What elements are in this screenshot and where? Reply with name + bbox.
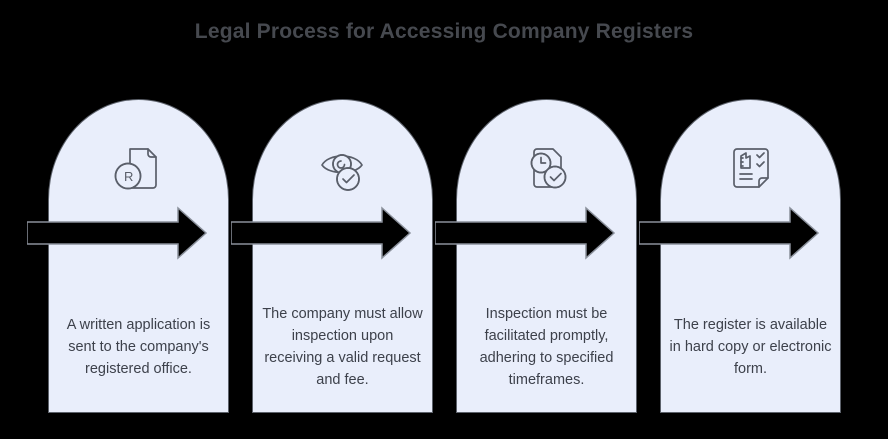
step-description-4: The register is available in hard copy o… xyxy=(669,317,832,377)
step-arrow-2 xyxy=(231,206,412,260)
document-clock-check-icon xyxy=(530,148,566,189)
step-description-2: The company must allow inspection upon r… xyxy=(262,306,423,388)
process-step-card-4: The register is available in hard copy o… xyxy=(639,99,841,413)
process-step-card-3: Inspection must be facilitated promptly,… xyxy=(435,99,637,413)
svg-text:R: R xyxy=(124,169,133,184)
process-step-card-1: R A written application is sent to the c… xyxy=(27,99,229,413)
process-step-card-2: The company must allow inspection upon r… xyxy=(231,99,433,413)
inspection-eye-check-icon xyxy=(320,154,363,191)
application-document-r-icon: R xyxy=(114,148,157,190)
step-arrow-1 xyxy=(27,206,208,260)
step-arrow-3 xyxy=(435,206,616,260)
register-checklist-icon xyxy=(732,148,769,188)
step-arrow-4 xyxy=(639,206,820,260)
page-title: Legal Process for Accessing Company Regi… xyxy=(194,20,694,43)
step-description-1: A written application is sent to the com… xyxy=(66,317,211,377)
step-description-3: Inspection must be facilitated promptly,… xyxy=(479,306,614,388)
